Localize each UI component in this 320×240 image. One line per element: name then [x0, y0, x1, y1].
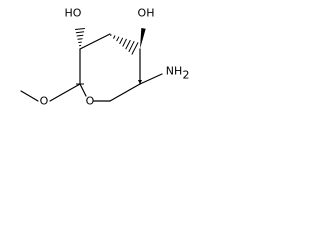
bond-c1-o-methoxy [49, 83, 81, 102]
hashed-bond-c2-oh [75, 28, 85, 47]
atom-label-hydroxyl-left: HO [65, 7, 82, 20]
bond-c5-n [139, 73, 163, 85]
atom-label-amine-subscript: 2 [183, 69, 190, 82]
atom-label-methoxy-oxygen: O [40, 95, 49, 108]
atom-label-ring-oxygen: O [86, 95, 95, 108]
hashed-bond-c3-c4 [110, 34, 139, 55]
wedge-bond-c4-oh [140, 28, 146, 49]
bond-o-ring-c1 [79, 83, 87, 97]
molecule-structure: HO OH O O NH 2 [20, 7, 190, 108]
atom-label-amine: NH [166, 65, 183, 78]
wedge-bond-c5-c4-nh2 [138, 80, 142, 84]
bond-c2-c3 [79, 33, 111, 50]
bond-o-methoxy-methyl [20, 90, 39, 102]
bond-c5-c6 [109, 83, 141, 102]
atom-label-hydroxyl-right: OH [138, 7, 155, 20]
